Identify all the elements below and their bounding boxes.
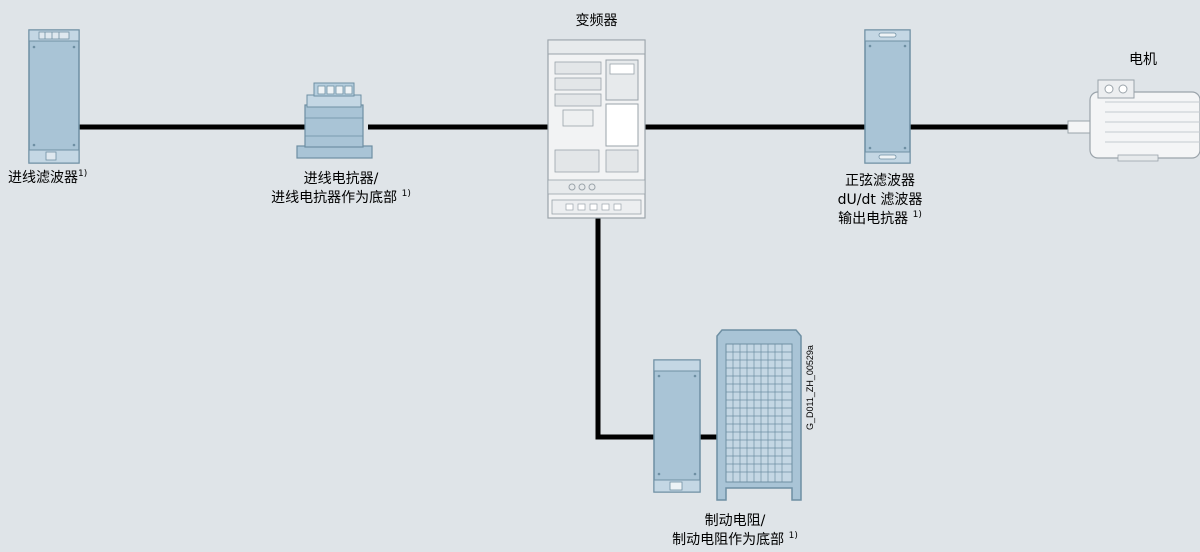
inverter-label: 变频器	[575, 13, 618, 29]
line-reactor-component	[296, 82, 373, 159]
braking-resistor-grid-component	[716, 329, 802, 501]
output-filter-label: 正弦滤波器 dU/dt 滤波器 输出电抗器 1)	[837, 173, 923, 227]
output-filter-component	[864, 29, 911, 164]
line-reactor-label: 进线电抗器/ 进线电抗器作为底部 1)	[271, 171, 411, 206]
line-filter-component	[28, 29, 80, 164]
motor-label: 电机	[1129, 52, 1157, 68]
braking-module-component	[653, 359, 701, 493]
inverter-component	[547, 39, 646, 219]
line-filter-label: 进线滤波器1)	[8, 169, 88, 187]
motor-component	[1067, 79, 1200, 162]
braking-resistor-label: 制动电阻/ 制动电阻作为底部 1)	[672, 513, 798, 548]
drawing-code: G_D011_ZH_00529a	[805, 345, 815, 430]
